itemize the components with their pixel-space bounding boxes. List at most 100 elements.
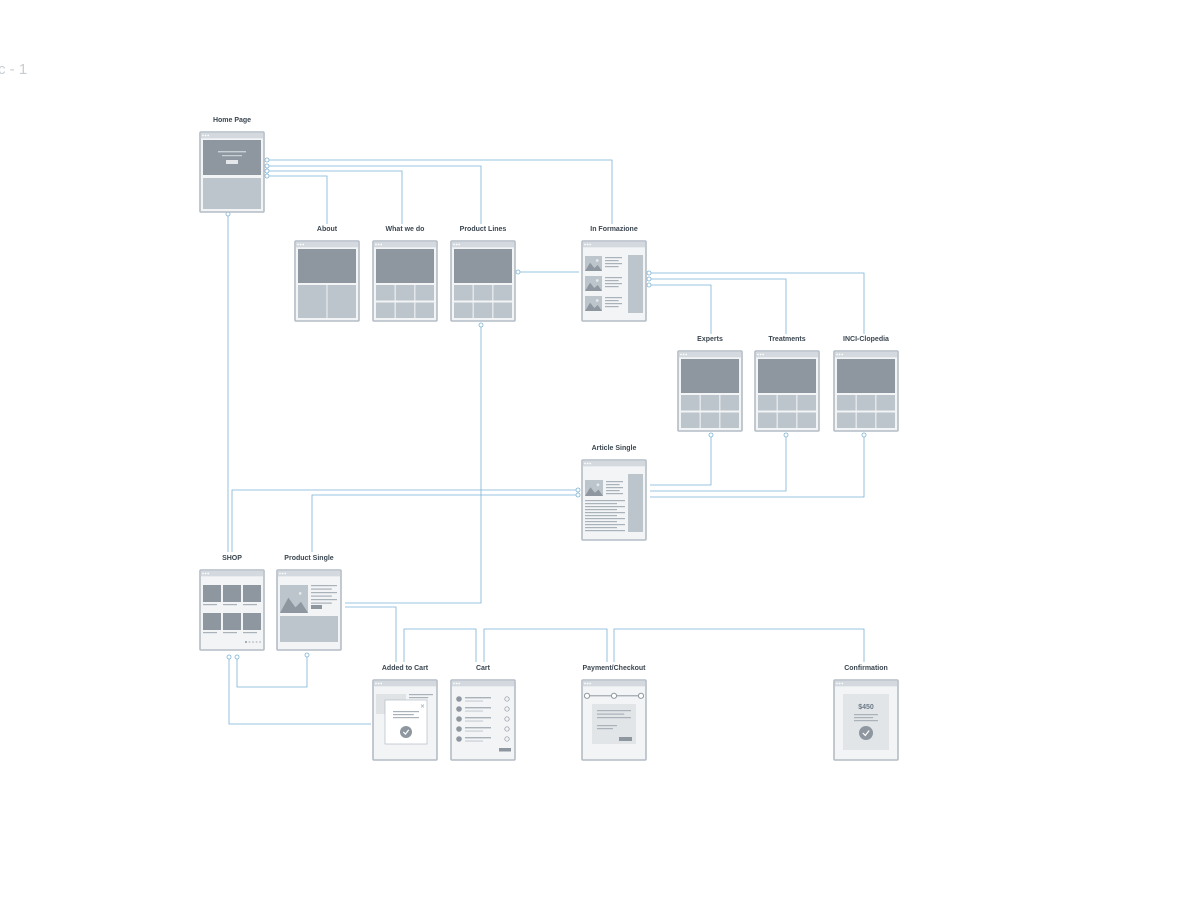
grid-tile [454,302,473,318]
hero-button [226,160,238,164]
pagination-dot [248,641,251,643]
pagination-dot [255,641,258,643]
body-line [585,506,625,508]
product-caption [203,604,217,606]
frame-informazione[interactable]: In Formazione [581,226,647,322]
connector-start-dot [264,157,270,163]
connector-line [267,159,613,224]
product-detail-line [311,585,337,587]
cart-item-name [465,717,491,719]
connector-line [228,657,371,725]
pagination-dot [259,641,261,643]
frame-label: In Formazione [590,226,638,233]
product-detail-line [311,599,337,601]
browser-titlebar [200,132,264,139]
window-dot-icon [375,682,377,685]
grid-tile [837,412,856,428]
image-mountain [585,282,602,291]
window-dot-icon [586,682,589,685]
hero-block [758,359,816,393]
frame-label: Article Single [592,445,637,452]
frame-about[interactable]: About [294,226,360,322]
frame-inciclopedia[interactable]: INCI-Clopedia [833,336,899,432]
window-dot-icon [299,243,302,246]
window-dot-icon [589,462,592,465]
window-dot-icon [455,243,458,246]
connector-line [311,494,578,552]
intro-line [606,484,620,486]
connector-start-dot [708,432,714,438]
excerpt-line [605,280,619,282]
window-dot-icon [586,243,589,246]
connector-line [649,284,712,334]
pagination-dot [245,641,247,643]
connector-line [345,325,482,604]
connector-start-dot [234,654,240,660]
content-block [203,178,261,209]
connector-line [231,489,578,552]
grid-tile [720,395,739,411]
connector-line [650,435,865,498]
check-icon [400,726,412,738]
frame-label: Treatments [768,336,805,343]
product-tile [203,613,221,630]
window-dot-icon [204,572,207,575]
content-column [298,285,327,318]
frame-cart[interactable]: Cart [450,665,516,761]
form-field-line [597,717,631,719]
excerpt-line [605,286,619,288]
product-tile [223,613,241,630]
grid-tile [837,395,856,411]
frame-productlines[interactable]: Product Lines [450,226,516,322]
image-sun [595,299,599,302]
grid-tile [797,395,816,411]
window-dot-icon [458,243,461,246]
cart-item-name [465,697,491,699]
window-dot-icon [759,353,762,356]
form-detail-line [597,725,617,727]
cart-item-thumb [456,726,462,732]
frame-home[interactable]: Home Page [199,117,265,213]
frame-label: Product Lines [460,226,507,233]
window-dot-icon [375,243,377,246]
excerpt-line [605,306,619,308]
frame-productsingle[interactable]: Product Single [276,555,342,651]
cart-item-name [465,707,491,709]
frame-addedtocart[interactable]: Added to Cart× [372,665,438,761]
body-line [585,524,625,526]
frame-experts[interactable]: Experts [677,336,743,432]
modal-text-line [393,717,419,719]
connector-line [650,435,787,492]
excerpt-line [605,303,622,305]
connector-start-dot [264,173,270,179]
frame-article[interactable]: Article Single [581,445,647,541]
frame-label: Home Page [213,117,251,124]
window-dot-icon [685,353,688,356]
connector-line [483,628,608,662]
frame-confirmation[interactable]: Confirmation$450 [833,665,899,761]
product-caption [203,632,217,634]
window-dot-icon [589,243,592,246]
excerpt-line [605,257,622,259]
cart-item-meta [465,710,483,712]
remove-item-icon [504,706,510,712]
frame-shop[interactable]: SHOP [199,555,265,651]
window-dot-icon [589,682,592,685]
grid-tile [758,395,777,411]
excerpt-line [605,277,622,279]
browser-titlebar [582,460,646,467]
frame-treatments[interactable]: Treatments [754,336,820,432]
window-dot-icon [453,243,455,246]
receipt-line [854,717,874,719]
grid-tile [376,285,395,301]
frame-label: Cart [476,665,491,672]
product-detail-line [311,602,332,604]
add-to-cart-button [311,605,322,609]
grid-tile [720,412,739,428]
window-dot-icon [207,572,210,575]
frame-whatwedo[interactable]: What we do [372,226,438,322]
frame-checkout[interactable]: Payment/Checkout [581,665,647,761]
pagination-dot [252,641,254,643]
